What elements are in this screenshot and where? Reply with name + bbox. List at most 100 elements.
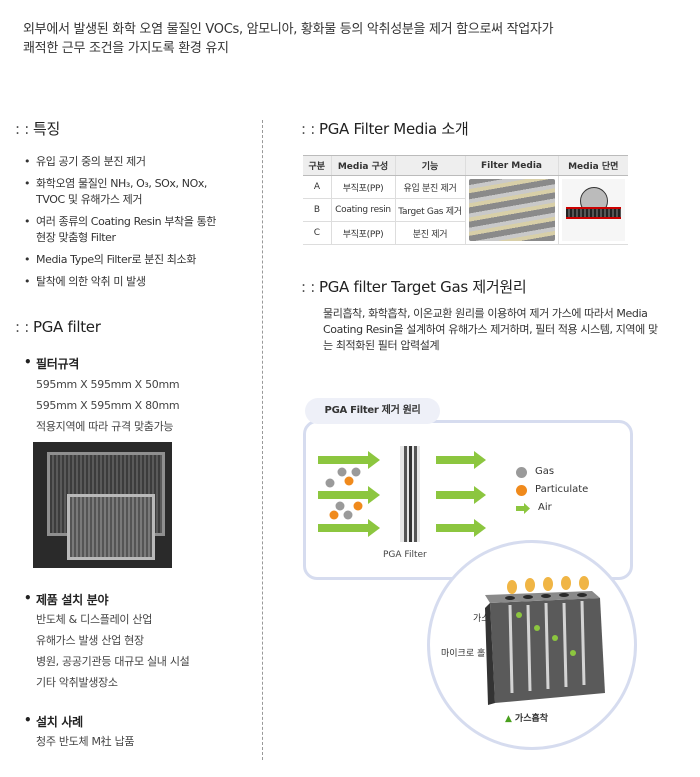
cell-function: 분진 제거 xyxy=(394,221,465,245)
list-item: 화학오염 물질인 NH₃, O₃, SOx, NOx, TVOC 및 유해가스 … xyxy=(22,176,257,208)
features-list: 유입 공기 중의 분진 제거화학오염 물질인 NH₃, O₃, SOx, NOx… xyxy=(22,154,257,296)
cell-composition: 부직포(PP) xyxy=(330,175,395,199)
pga-filter-media-icon xyxy=(400,446,420,542)
green-arrow-icon xyxy=(318,519,380,537)
dust-particle xyxy=(353,501,363,511)
cell-filter-media-image xyxy=(464,175,558,245)
list-item: 유입 공기 중의 분진 제거 xyxy=(22,154,257,170)
list-item: 병원, 공공기관등 대규모 실내 시설 xyxy=(36,655,190,668)
section-prefix: : : xyxy=(15,120,29,138)
list-item: Media Type의 Filter로 분진 최소화 xyxy=(22,252,257,268)
principle-description: 물리흡착, 화학흡착, 이온교환 원리를 이용하여 제거 가스에 따라서 Med… xyxy=(323,307,658,352)
intro-text: 외부에서 발생된 화학 오염 물질인 VOCs, 암모니아, 황화물 등의 악취… xyxy=(23,20,673,58)
pga-filter-title-text: PGA filter xyxy=(32,318,101,336)
pga-filter-title: : :PGA filter xyxy=(15,318,101,336)
cell-composition: 부직포(PP) xyxy=(330,221,395,245)
cell-category: B xyxy=(303,198,331,222)
legend-gas: Gas xyxy=(516,463,588,481)
cell-composition: Coating resin xyxy=(330,198,395,222)
table-row: B Coating resin Target Gas 제거 xyxy=(303,198,628,222)
header-media-section: Media 단면 xyxy=(557,155,628,176)
cell-function: 유입 분진 제거 xyxy=(394,175,465,199)
column-divider xyxy=(262,120,263,760)
cell-category: A xyxy=(303,175,331,199)
cell-function: Target Gas 제거 xyxy=(394,198,465,222)
triangle-up-icon: ▲ xyxy=(505,714,512,724)
gas-particle xyxy=(351,467,361,477)
list-item: 기타 악취발생장소 xyxy=(36,676,118,689)
intro-line-2: 쾌적한 근무 조건을 가지도록 환경 유지 xyxy=(23,41,229,56)
green-arrow-icon xyxy=(318,451,380,469)
gas-particle xyxy=(337,467,347,477)
media-table-header-row: 구분 Media 구성 기능 Filter Media Media 단면 xyxy=(303,155,628,176)
adsorbed-gas-particles xyxy=(507,576,589,594)
header-function: 기능 xyxy=(394,155,465,176)
outflow-arrows xyxy=(436,451,486,537)
intro-line-1: 외부에서 발생된 화학 오염 물질인 VOCs, 암모니아, 황화물 등의 악취… xyxy=(23,22,554,37)
spec-list: 595mm X 595mm X 50mm 595mm X 595mm X 80mm… xyxy=(36,374,180,437)
green-arrow-icon xyxy=(436,451,486,469)
list-item: 유해가스 발생 산업 현장 xyxy=(36,634,144,647)
features-title-text: 특징 xyxy=(32,120,60,138)
filter-product-image xyxy=(33,442,172,568)
diagram-tab-label: PGA Filter 제거 원리 xyxy=(305,398,440,424)
gas-particle xyxy=(325,478,335,488)
table-row: C 부직포(PP) 분진 제거 xyxy=(303,221,628,245)
section-prefix: : : xyxy=(301,120,315,138)
legend-label: Particulate xyxy=(535,484,589,495)
gas-particle xyxy=(335,501,345,511)
header-filter-media: Filter Media xyxy=(464,155,558,176)
media-zoom-circle xyxy=(427,540,637,750)
filter-panel-front xyxy=(67,494,155,560)
inflow-arrows xyxy=(318,451,380,537)
cell-category: C xyxy=(303,221,331,245)
micro-hole-illustration xyxy=(485,576,605,705)
pore-channels xyxy=(508,600,586,694)
micro-holes xyxy=(505,593,587,600)
media-intro-title-text: PGA Filter Media 소개 xyxy=(318,120,469,138)
header-category: 구분 xyxy=(303,155,331,176)
green-arrow-icon xyxy=(436,486,486,504)
zoom-hole-label: 마이크로 홀 xyxy=(441,649,486,659)
case-head: 설치 사례 xyxy=(22,713,83,730)
install-head: 제품 설치 분야 xyxy=(22,591,108,608)
section-prefix: : : xyxy=(301,278,315,296)
green-arrow-icon xyxy=(318,486,380,504)
features-title: : :특징 xyxy=(15,118,60,139)
legend-air: Air xyxy=(516,499,588,517)
diagram-legend: Gas Particulate Air xyxy=(516,463,588,517)
list-item: 여러 종류의 Coating Resin 부착을 통한 현장 맞춤형 Filte… xyxy=(22,214,257,246)
dust-particle xyxy=(329,510,339,520)
header-composition: Media 구성 xyxy=(330,155,395,176)
media-section-illustration xyxy=(561,179,625,241)
gas-marker-dots xyxy=(516,612,576,656)
list-item: 적용지역에 따라 규격 맞춤가능 xyxy=(36,420,174,433)
principle-title: : :PGA filter Target Gas 제거원리 xyxy=(301,276,527,297)
spec-head: 필터규격 xyxy=(22,355,79,372)
media-intro-title: : :PGA Filter Media 소개 xyxy=(301,118,469,139)
filter-media-photo xyxy=(468,179,555,241)
dust-particle xyxy=(344,476,354,486)
legend-label: Air xyxy=(538,502,552,513)
gas-dot-icon xyxy=(516,466,527,478)
pollutant-particles xyxy=(325,467,363,520)
list-item: 탈착에 의한 악취 미 발생 xyxy=(22,274,257,290)
list-item: 595mm X 595mm X 50mm xyxy=(36,378,180,391)
case-list: 청주 반도체 M社 납품 xyxy=(36,731,135,752)
zoom-gas-label: 가스 xyxy=(473,614,490,624)
list-item: 595mm X 595mm X 80mm xyxy=(36,399,180,412)
table-row: A 부직포(PP) 유입 분진 제거 xyxy=(303,175,628,245)
cell-media-section-image xyxy=(557,175,628,245)
media-layer-band xyxy=(565,207,621,219)
air-arrow-icon xyxy=(516,502,530,514)
zoom-caption: ▲가스흡착 xyxy=(505,711,548,724)
legend-label: Gas xyxy=(535,466,555,477)
green-arrow-icon xyxy=(436,519,486,537)
list-item: 청주 반도체 M社 납품 xyxy=(36,735,135,748)
zoom-caption-text: 가스흡착 xyxy=(514,714,549,724)
legend-particulate: Particulate xyxy=(516,481,588,499)
list-item: 반도체 & 디스플레이 산업 xyxy=(36,613,153,626)
particulate-dot-icon xyxy=(516,484,527,496)
airflow-diagram xyxy=(318,446,486,542)
